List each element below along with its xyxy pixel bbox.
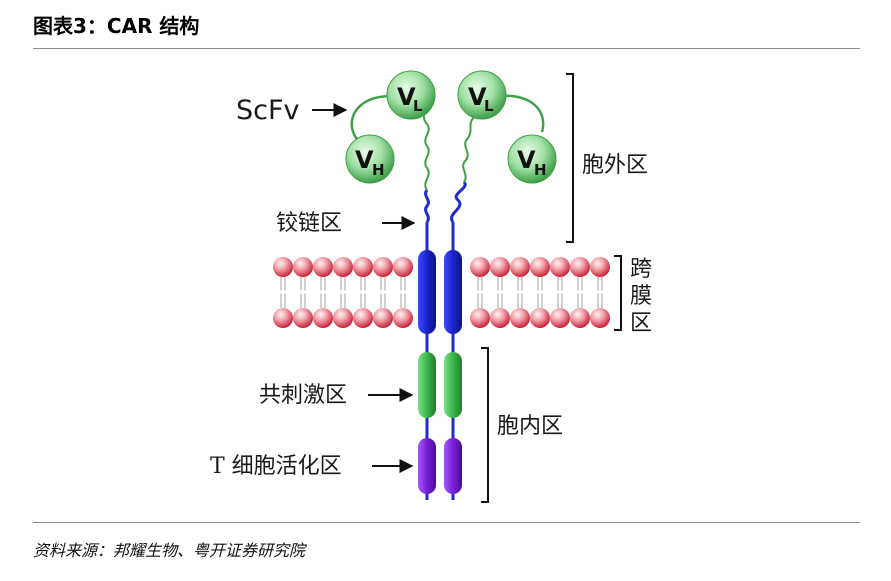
label-hinge: 铰链区 <box>276 211 342 236</box>
label-intracellular: 胞内区 <box>497 414 563 439</box>
hinge-left <box>424 189 430 223</box>
membrane-right <box>470 257 610 328</box>
transmembrane-left <box>418 250 436 334</box>
svg-text:V: V <box>517 146 536 174</box>
label-transmembrane-1: 跨 <box>630 257 652 282</box>
hinge-right <box>450 180 467 223</box>
bracket-extracellular <box>566 73 574 243</box>
label-scfv: ScFv <box>236 95 300 126</box>
activation-left <box>418 438 436 494</box>
costim-left <box>418 352 436 418</box>
svg-text:L: L <box>484 97 494 115</box>
vl-domain-right: V L <box>457 70 507 120</box>
svg-text:H: H <box>534 161 547 179</box>
svg-text:V: V <box>468 83 487 111</box>
svg-text:V: V <box>397 83 416 111</box>
vh-domain-right: V H <box>507 134 557 184</box>
membrane-left <box>273 257 413 328</box>
costim-right <box>444 352 462 418</box>
label-transmembrane-3: 区 <box>630 311 652 336</box>
car-chain-right <box>444 115 477 500</box>
label-transmembrane-2: 膜 <box>630 284 652 309</box>
svg-text:H: H <box>372 161 385 179</box>
figure-title: 图表3：CAR 结构 <box>33 14 200 38</box>
svg-text:L: L <box>413 97 423 115</box>
svg-text:V: V <box>355 146 374 174</box>
activation-right <box>444 438 462 494</box>
car-chain-left <box>418 111 436 500</box>
vl-domain-left: V L <box>386 70 436 120</box>
bottom-divider <box>33 522 860 523</box>
bracket-intracellular <box>481 347 489 503</box>
label-costim: 共刺激区 <box>259 383 347 408</box>
label-activation: T 细胞活化区 <box>210 454 342 479</box>
linker-right <box>501 94 545 133</box>
transmembrane-right <box>444 250 462 334</box>
source-note: 资料来源：邦耀生物、粤开证券研究院 <box>33 541 306 560</box>
vh-domain-left: V H <box>345 134 395 184</box>
bracket-transmembrane <box>614 255 622 331</box>
label-extracellular: 胞外区 <box>582 153 648 178</box>
top-divider <box>33 48 860 49</box>
